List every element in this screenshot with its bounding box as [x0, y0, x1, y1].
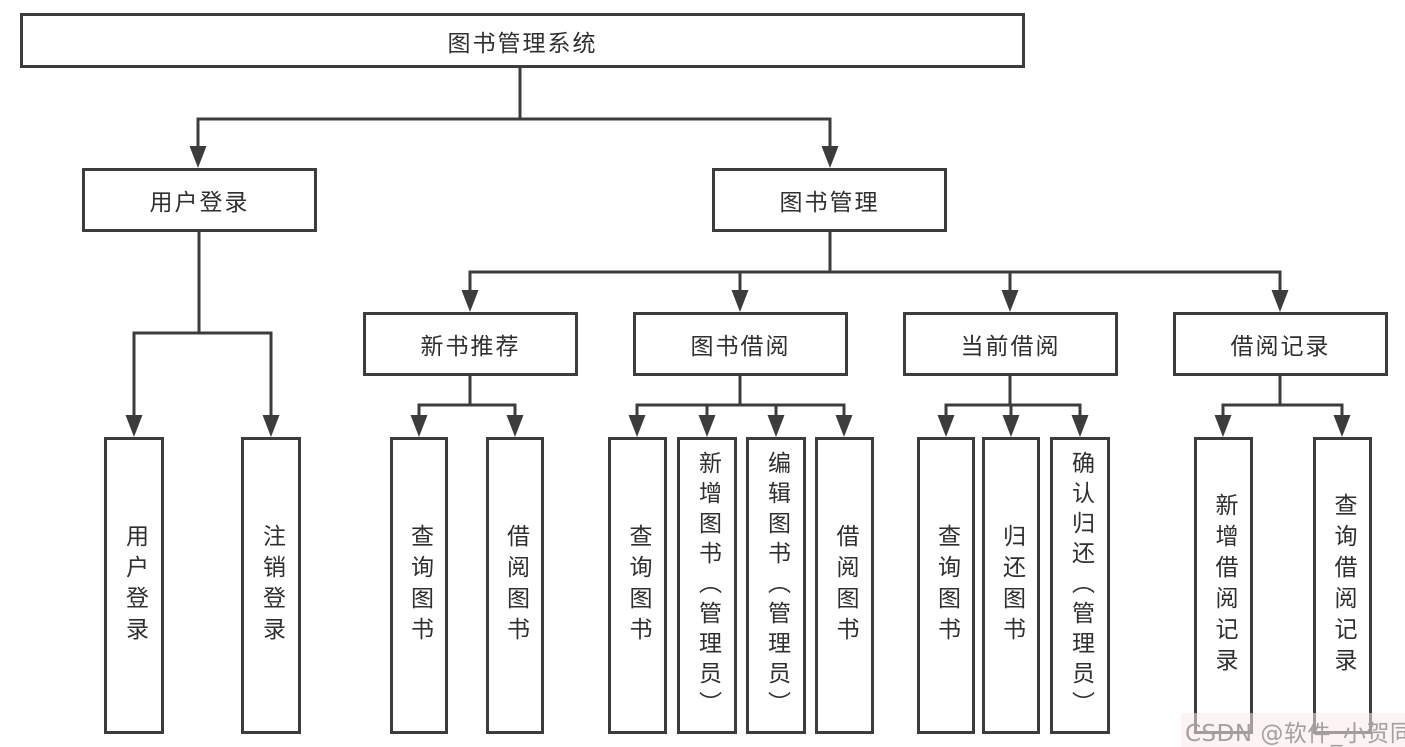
node-return-books: 归还图书 — [982, 437, 1040, 734]
node-borrow-books: 借阅图书 — [815, 437, 874, 734]
node-label: 归还图书 — [998, 523, 1025, 648]
node-label: 查询图书 — [933, 523, 960, 648]
node-user-login-leaf: 用户登录 — [104, 437, 164, 734]
node-add-borrow-record: 新增借阅记录 — [1194, 437, 1253, 734]
csdn-watermark: CSDN @软件_小贺同学 — [1181, 713, 1405, 747]
node-label: 确认归还（管理员） — [1067, 450, 1094, 721]
node-query-borrow-record: 查询借阅记录 — [1313, 437, 1372, 734]
node-logout-leaf: 注销登录 — [241, 437, 301, 734]
node-label: 借阅图书 — [502, 523, 529, 648]
node-confirm-return-admin: 确认归还（管理员） — [1050, 437, 1110, 734]
node-label: 查询图书 — [625, 523, 651, 648]
arrowhead-triangles — [125, 146, 1351, 437]
connector-lines — [132, 67, 1344, 420]
node-query-books: 查询图书 — [917, 437, 975, 734]
node-label: 借阅图书 — [832, 523, 858, 648]
node-add-books-admin: 新增图书（管理员） — [677, 437, 737, 734]
node-book-borrowing: 图书借阅 — [633, 312, 848, 376]
node-library-management-system: 图书管理系统 — [20, 13, 1025, 68]
node-label: 查询借阅记录 — [1330, 492, 1356, 679]
node-edit-books-admin: 编辑图书（管理员） — [746, 437, 806, 734]
node-query-books: 查询图书 — [390, 437, 448, 734]
node-query-books: 查询图书 — [608, 437, 667, 734]
node-label: 注销登录 — [258, 523, 285, 648]
node-current-borrowing: 当前借阅 — [903, 312, 1118, 376]
node-borrow-books: 借阅图书 — [486, 437, 544, 734]
node-label: 新增借阅记录 — [1211, 492, 1237, 679]
node-borrowing-records: 借阅记录 — [1173, 312, 1388, 376]
node-label: 查询图书 — [406, 523, 433, 648]
node-user-login: 用户登录 — [82, 168, 317, 232]
node-new-book-recommendation: 新书推荐 — [363, 312, 578, 376]
node-label: 编辑图书（管理员） — [763, 450, 790, 721]
node-label: 新增图书（管理员） — [694, 450, 721, 721]
node-label: 用户登录 — [121, 523, 148, 648]
node-book-management: 图书管理 — [712, 168, 947, 232]
